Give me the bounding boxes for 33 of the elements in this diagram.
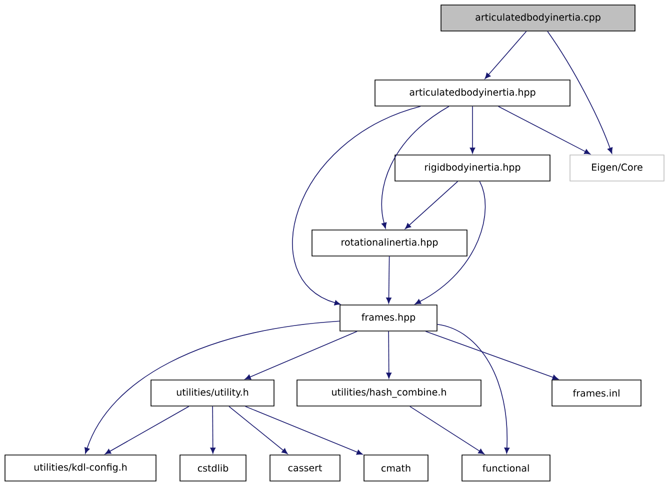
arrow [414, 181, 486, 304]
file-box: functional [462, 454, 550, 482]
arrow [547, 31, 613, 154]
file-box: cstdlib [180, 454, 246, 482]
file-box: frames.inl [552, 380, 642, 406]
arrow [386, 331, 392, 379]
file-box: cassert [270, 454, 340, 482]
arrow [386, 256, 392, 304]
file-box: articulatedbodyinertia.cpp [440, 4, 636, 32]
arrow [410, 406, 484, 454]
file-box: utilities/hash_combine.h [296, 380, 482, 406]
arrow [470, 106, 476, 154]
file-box: utilities/kdl-config.h [4, 454, 156, 482]
arrow [498, 106, 590, 154]
arrow [210, 406, 216, 454]
arrow [228, 406, 288, 454]
arrow [381, 106, 450, 229]
arrow [104, 406, 190, 454]
file-box: articulatedbodyinertia.hpp [374, 80, 570, 106]
file-box: frames.hpp [340, 304, 438, 332]
file-box: rotationalinertia.hpp [312, 230, 468, 256]
file-box: utilities/utility.h [150, 380, 274, 406]
arrow [484, 31, 527, 79]
arrow [244, 331, 358, 380]
arrow [244, 406, 363, 455]
arrow [405, 181, 458, 230]
file-box: Eigen/Core [570, 154, 664, 182]
arrow [425, 331, 558, 380]
file-box: rigidbodyinertia.hpp [394, 154, 550, 182]
arrow [84, 320, 340, 454]
file-box: cmath [364, 454, 428, 482]
arrow [292, 106, 421, 306]
arrow [437, 324, 510, 454]
